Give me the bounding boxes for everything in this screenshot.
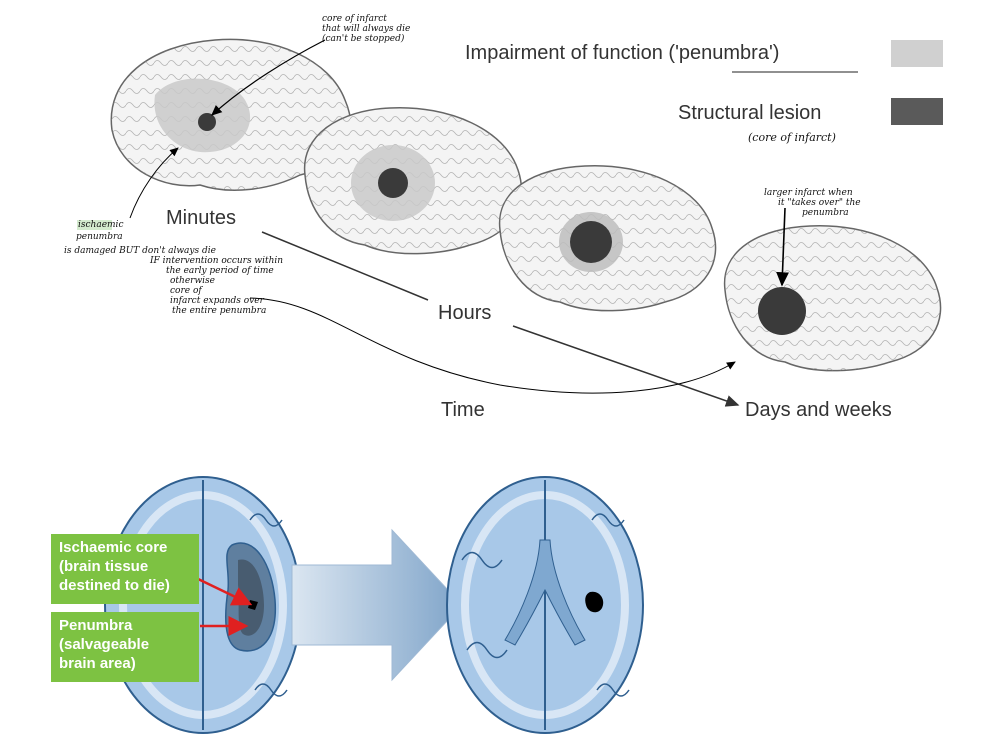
if-note-line-5: infarct expands over <box>170 296 264 306</box>
if-note-line-6: the entire penumbra <box>172 306 267 316</box>
if-note-line-3: otherwise <box>170 276 215 286</box>
intervention-note: IF intervention occurs within the early … <box>150 256 283 316</box>
core-note-arrow <box>211 39 326 116</box>
progression-arrow <box>291 528 463 682</box>
ischaemic-highlight <box>77 220 112 230</box>
if-note-line-2: the early period of time <box>166 266 274 276</box>
legend-impairment-swatch <box>891 40 943 67</box>
label-days-weeks: Days and weeks <box>745 399 892 421</box>
penumbra-label-line-3: brain area) <box>59 655 136 672</box>
larger-note-line-1: larger infarct when <box>764 188 853 198</box>
label-hours: Hours <box>438 302 492 324</box>
brain-lateral-4 <box>723 225 942 372</box>
expansion-arrow <box>249 297 736 394</box>
brain-lateral-3 <box>498 165 717 312</box>
legend-structural-label: Structural lesion <box>678 102 822 124</box>
label-time: Time <box>441 399 485 421</box>
legend-structural-note: (core of infarct) <box>748 131 836 144</box>
if-note-line-4: core of <box>170 286 202 296</box>
legend-impairment-label: Impairment of function ('penumbra') <box>465 42 780 64</box>
core-red-arrow <box>195 576 253 606</box>
if-note-line-1: IF intervention occurs within <box>150 256 284 266</box>
core-note-line-1: core of infarct <box>322 14 387 24</box>
time-arrow-hours-days <box>512 325 740 407</box>
core-note-line-3: (can't be stopped) <box>322 34 405 44</box>
penumbra-label: Penumbra (salvageable brain area) <box>51 612 199 682</box>
damaged-note: is damaged BUT don't always die <box>64 246 216 256</box>
larger-note-line-2: it "takes over" the <box>778 198 861 208</box>
penumbra-note-word: penumbra <box>76 232 123 242</box>
core-note-line-2: that will always die <box>322 24 411 34</box>
core-label-line-3: destined to die) <box>59 577 170 594</box>
axial-brain-1 <box>104 476 302 734</box>
ischaemic-note-arrow <box>129 147 179 219</box>
ischaemic-core-label: Ischaemic core (brain tissue destined to… <box>51 534 199 604</box>
core-label-line-2: (brain tissue <box>59 558 149 575</box>
larger-note-line-3: penumbra <box>802 208 849 218</box>
penumbra-label-line-2: (salvageable <box>59 636 150 653</box>
larger-note-arrow <box>776 207 789 287</box>
core-note: core of infarct that will always die (ca… <box>322 14 410 44</box>
time-arrow-minutes-hours <box>261 231 429 301</box>
larger-infarct-note: larger infarct when it "takes over" the … <box>764 188 861 218</box>
penumbra-label-line-1: Penumbra <box>59 617 133 634</box>
axial-brain-2 <box>446 476 644 734</box>
core-label-line-1: Ischaemic core <box>59 539 168 556</box>
ischaemic-note-word: ischaemic <box>78 220 124 230</box>
label-minutes: Minutes <box>166 207 237 229</box>
legend-structural-swatch <box>891 98 943 125</box>
brain-lateral-2 <box>303 107 523 255</box>
